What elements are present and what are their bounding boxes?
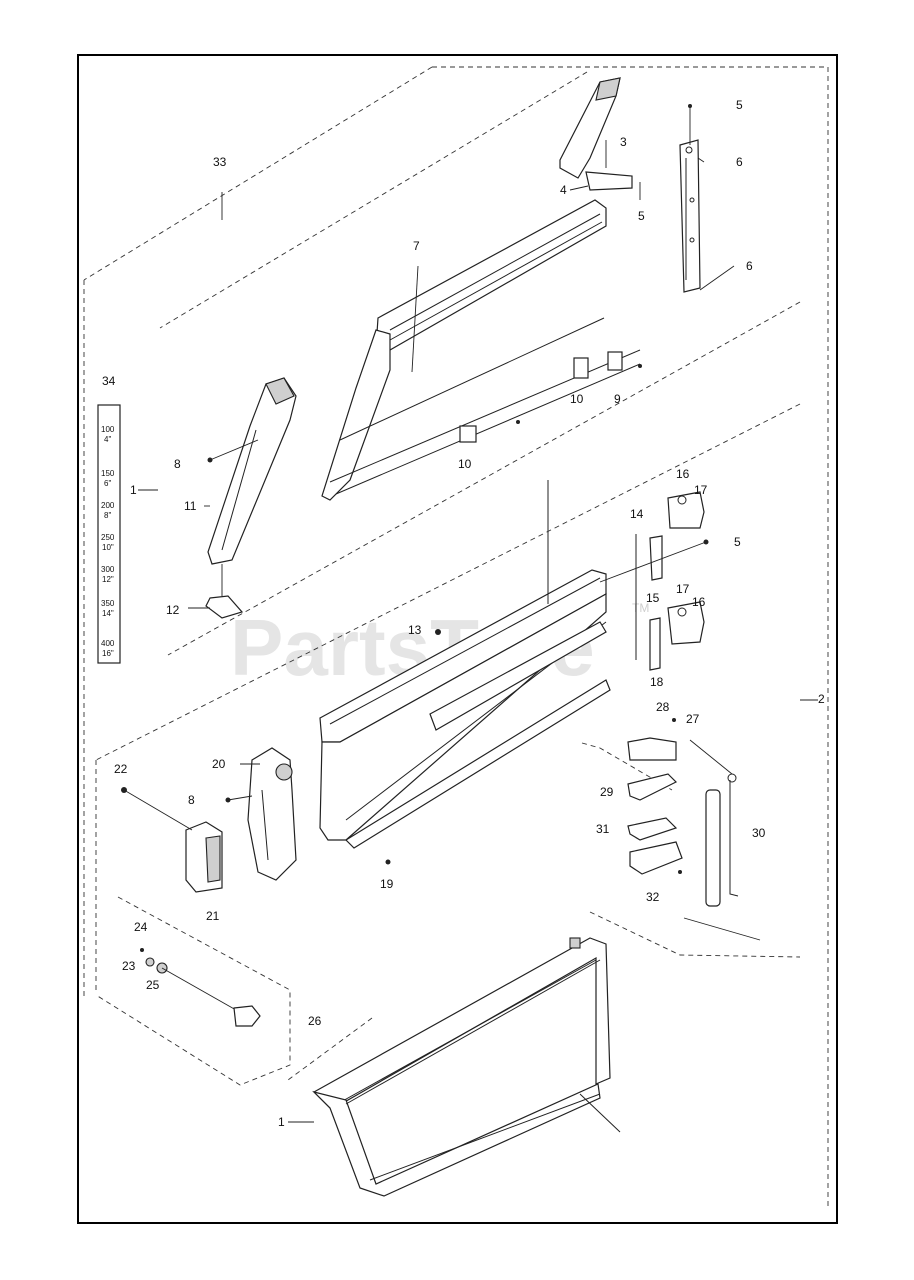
scale-mark-14: 16" xyxy=(102,649,114,658)
label-6-top: 6 xyxy=(736,155,743,169)
label-5-top: 5 xyxy=(736,98,743,112)
label-31: 31 xyxy=(596,822,610,836)
label-12: 12 xyxy=(166,603,180,617)
label-21: 21 xyxy=(206,909,220,923)
scale-mark-3: 150 xyxy=(101,469,115,478)
part-9-10-clips xyxy=(459,351,642,443)
label-14: 14 xyxy=(630,507,644,521)
upper-fence-rail xyxy=(321,199,641,501)
label-34: 34 xyxy=(102,374,116,388)
label-33: 33 xyxy=(213,155,227,169)
scale-mark-2: 4" xyxy=(104,435,111,444)
label-7: 7 xyxy=(413,239,420,253)
scale-mark-4: 6" xyxy=(104,479,111,488)
scale-mark-6: 8" xyxy=(104,511,111,520)
label-17-bottom: 17 xyxy=(676,582,690,596)
part-6-vertical-bracket xyxy=(679,104,701,293)
label-18: 18 xyxy=(650,675,664,689)
part-27-32-clamps xyxy=(627,718,683,875)
scale-mark-8: 10" xyxy=(102,543,114,552)
label-30: 30 xyxy=(752,826,766,840)
part-21-end-cap xyxy=(185,821,223,893)
label-16-top: 16 xyxy=(676,467,690,481)
part-1-lower-frame xyxy=(312,937,621,1197)
scale-mark-12: 14" xyxy=(102,609,114,618)
part-12-foot xyxy=(205,595,244,619)
group-outlines xyxy=(83,66,829,1210)
label-8-lower: 8 xyxy=(188,793,195,807)
scale-mark-9: 300 xyxy=(101,565,115,574)
label-13: 13 xyxy=(408,623,422,637)
label-17-top: 17 xyxy=(694,483,708,497)
scale-mark-11: 350 xyxy=(101,599,115,608)
part-23-26-knob-assembly xyxy=(140,948,261,1027)
part-labels: 5 3 6 33 4 5 7 6 34 10 9 8 10 1 16 17 11… xyxy=(102,98,825,1129)
small-hardware xyxy=(121,439,441,865)
label-19: 19 xyxy=(380,877,394,891)
label-8-upper: 8 xyxy=(174,457,181,471)
label-27: 27 xyxy=(686,712,700,726)
part-30-rod xyxy=(689,739,739,907)
label-23: 23 xyxy=(122,959,136,973)
label-6-mid: 6 xyxy=(746,259,753,273)
label-11: 11 xyxy=(184,499,197,513)
scale-mark-1: 100 xyxy=(101,425,115,434)
label-15: 15 xyxy=(646,591,660,605)
label-10-left: 10 xyxy=(458,457,472,471)
page-border xyxy=(77,54,838,1224)
label-9: 9 xyxy=(614,392,621,406)
leader-lines xyxy=(138,140,818,1123)
part-20-grip xyxy=(247,747,297,881)
label-16-bottom: 16 xyxy=(692,595,706,609)
scale-mark-13: 400 xyxy=(101,639,115,648)
label-29: 29 xyxy=(600,785,614,799)
label-1-bottom: 1 xyxy=(278,1115,285,1129)
part-34-scale-decal: 100 4" 150 6" 200 8" 250 10" 300 12" 350… xyxy=(97,404,121,664)
label-20: 20 xyxy=(212,757,226,771)
label-1-left: 1 xyxy=(130,483,137,497)
label-5-mid: 5 xyxy=(638,209,645,223)
label-25: 25 xyxy=(146,978,160,992)
scale-mark-10: 12" xyxy=(102,575,114,584)
label-5-lower: 5 xyxy=(734,535,741,549)
label-24: 24 xyxy=(134,920,148,934)
label-22: 22 xyxy=(114,762,128,776)
label-28: 28 xyxy=(656,700,670,714)
label-26: 26 xyxy=(308,1014,322,1028)
part-3-bracket xyxy=(559,77,633,191)
label-10-right: 10 xyxy=(570,392,584,406)
label-4: 4 xyxy=(560,183,567,197)
label-3: 3 xyxy=(620,135,627,149)
part-11-handle xyxy=(207,377,297,565)
scale-mark-5: 200 xyxy=(101,501,115,510)
part-14-18-brackets xyxy=(599,491,709,671)
label-32: 32 xyxy=(646,890,660,904)
middle-fence-extrusion xyxy=(319,480,611,849)
label-2: 2 xyxy=(818,692,825,706)
scale-mark-7: 250 xyxy=(101,533,115,542)
